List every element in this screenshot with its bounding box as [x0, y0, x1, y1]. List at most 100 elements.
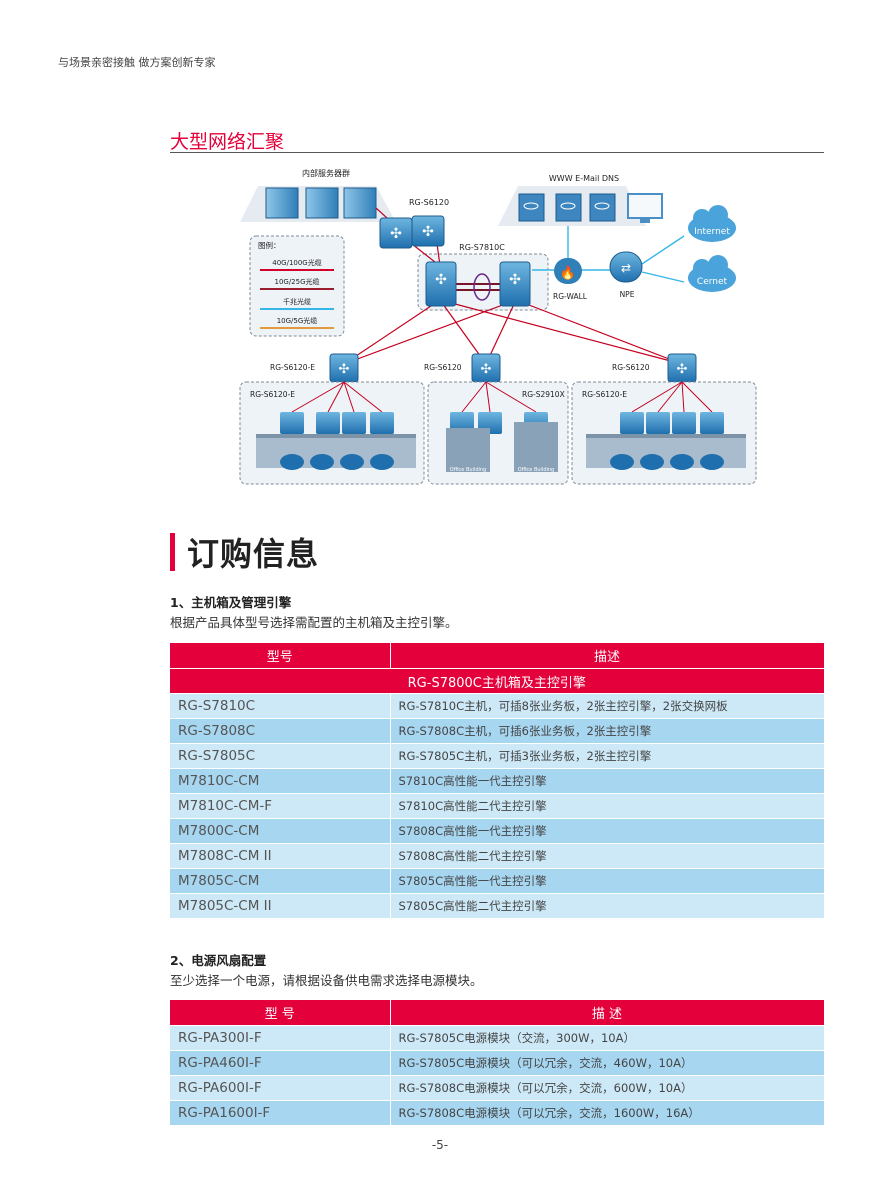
switch-icon: ✣	[411, 215, 445, 247]
svg-text:✣: ✣	[509, 272, 521, 288]
desc-cell: S7808C高性能二代主控引擎	[390, 843, 825, 869]
office-label: Office Building	[518, 467, 554, 473]
wifi-ap-icon	[340, 454, 364, 470]
desc-cell: S7808C高性能一代主控引擎	[390, 818, 825, 844]
table-header-row: 型 号 描 述	[170, 1000, 825, 1026]
stack-ring	[473, 273, 491, 301]
title-divider	[170, 152, 824, 153]
column-header-desc: 描 述	[390, 1000, 825, 1026]
wifi-ap-icon	[310, 454, 334, 470]
database-icon	[589, 193, 616, 222]
server-icon	[265, 187, 299, 219]
office-building-icon	[514, 422, 558, 472]
server-icon	[305, 187, 339, 219]
svg-text:✣: ✣	[339, 362, 350, 377]
model-cell: RG-PA300I-F	[170, 1025, 391, 1051]
table-header-row: 型号 描述	[170, 643, 825, 669]
desc-cell: RG-S7808C电源模块（可以冗余，交流，600W，10A）	[390, 1075, 825, 1101]
desc-cell: RG-S7805C电源模块（交流，300W，10A）	[390, 1025, 825, 1051]
table-group-row: RG-S7800C主机箱及主控引擎	[170, 668, 825, 694]
desc-cell: RG-S7808C电源模块（可以冗余，交流，1600W，16A）	[390, 1100, 825, 1126]
chassis-switch-icon: ✣	[499, 261, 531, 307]
model-cell: M7810C-CM-F	[170, 793, 391, 819]
column-header-model: 型号	[170, 643, 391, 669]
cloud-icon	[688, 255, 736, 292]
model-cell: RG-S7805C	[170, 743, 391, 769]
access-switch-icon	[620, 412, 644, 434]
server-icon	[343, 187, 377, 219]
access-switch-icon	[316, 412, 340, 434]
core-label: RG-S7810C	[459, 243, 505, 252]
switch-icon: ✣	[667, 353, 697, 383]
acc-left-label: RG-S6120-E	[250, 390, 295, 399]
cloud-label: Cernet	[697, 277, 728, 287]
desc-cell: S7805C高性能一代主控引擎	[390, 868, 825, 894]
model-cell: M7800C-CM	[170, 818, 391, 844]
column-header-desc: 描述	[390, 643, 825, 669]
core-top-label: RG-S6120	[409, 198, 449, 207]
part2-heading: 2、电源风扇配置	[170, 953, 267, 968]
office-building-icon	[446, 428, 490, 472]
cloud-label: Internet	[694, 227, 730, 237]
network-topology-diagram: 内部服务器群 WWW E-Mail DNS 图例： 40G/100G光缆 10G…	[239, 168, 757, 485]
desc-cell: RG-S7808C主机，可插6张业务板，2张主控引擎	[390, 718, 825, 744]
desc-cell: S7810C高性能二代主控引擎	[390, 793, 825, 819]
agg-mid-label: RG-S6120	[424, 363, 462, 372]
model-cell: RG-PA460I-F	[170, 1050, 391, 1076]
wifi-ap-icon	[370, 454, 394, 470]
model-cell: RG-PA600I-F	[170, 1075, 391, 1101]
firewall-label: RG-WALL	[553, 292, 588, 301]
heading-accent-bar	[170, 533, 175, 571]
wifi-ap-icon	[280, 454, 304, 470]
wifi-ap-icon	[640, 454, 664, 470]
access-switch-icon	[646, 412, 670, 434]
agg-right-label: RG-S6120	[612, 363, 650, 372]
access-switch-icon	[370, 412, 394, 434]
chassis-switch-icon: ✣	[425, 261, 457, 307]
ordering-title: 订购信息	[187, 535, 320, 573]
wifi-ap-icon	[700, 454, 724, 470]
firewall-icon: 🔥	[554, 258, 582, 284]
cloud-icon	[688, 205, 736, 242]
access-switch-icon	[342, 412, 366, 434]
desc-cell: S7810C高性能一代主控引擎	[390, 768, 825, 794]
switch-icon: ✣	[379, 217, 413, 249]
part1-description: 根据产品具体型号选择需配置的主机箱及主控引擎。	[170, 615, 458, 630]
legend-title: 图例：	[258, 240, 281, 250]
model-cell: RG-PA1600I-F	[170, 1100, 391, 1126]
desc-cell: S7805C高性能二代主控引擎	[390, 893, 825, 919]
model-cell: M7805C-CM II	[170, 893, 391, 919]
access-switch-icon	[700, 412, 724, 434]
wifi-ap-icon	[610, 454, 634, 470]
svg-text:✣: ✣	[390, 226, 402, 242]
access-switch-icon	[280, 412, 304, 434]
svg-text:🔥: 🔥	[560, 265, 576, 281]
svg-text:✣: ✣	[435, 272, 447, 288]
access-links	[291, 381, 713, 413]
model-cell: M7808C-CM II	[170, 843, 391, 869]
model-cell: M7805C-CM	[170, 868, 391, 894]
office-label: Office Building	[450, 467, 486, 473]
legend-label: 千兆光缆	[283, 297, 311, 306]
legend-label: 10G/5G光缆	[277, 316, 318, 325]
acc-right-label: RG-S6120-E	[582, 390, 627, 399]
dc-services-label: WWW E-Mail DNS	[549, 174, 619, 183]
model-cell: RG-S7808C	[170, 718, 391, 744]
router-icon: ⇄	[609, 251, 643, 283]
router-label: NPE	[620, 290, 635, 299]
part2-description: 至少选择一个电源，请根据设备供电需求选择电源模块。	[170, 973, 483, 988]
ordering-heading: 订购信息	[170, 530, 319, 574]
model-cell: RG-S7810C	[170, 693, 391, 719]
